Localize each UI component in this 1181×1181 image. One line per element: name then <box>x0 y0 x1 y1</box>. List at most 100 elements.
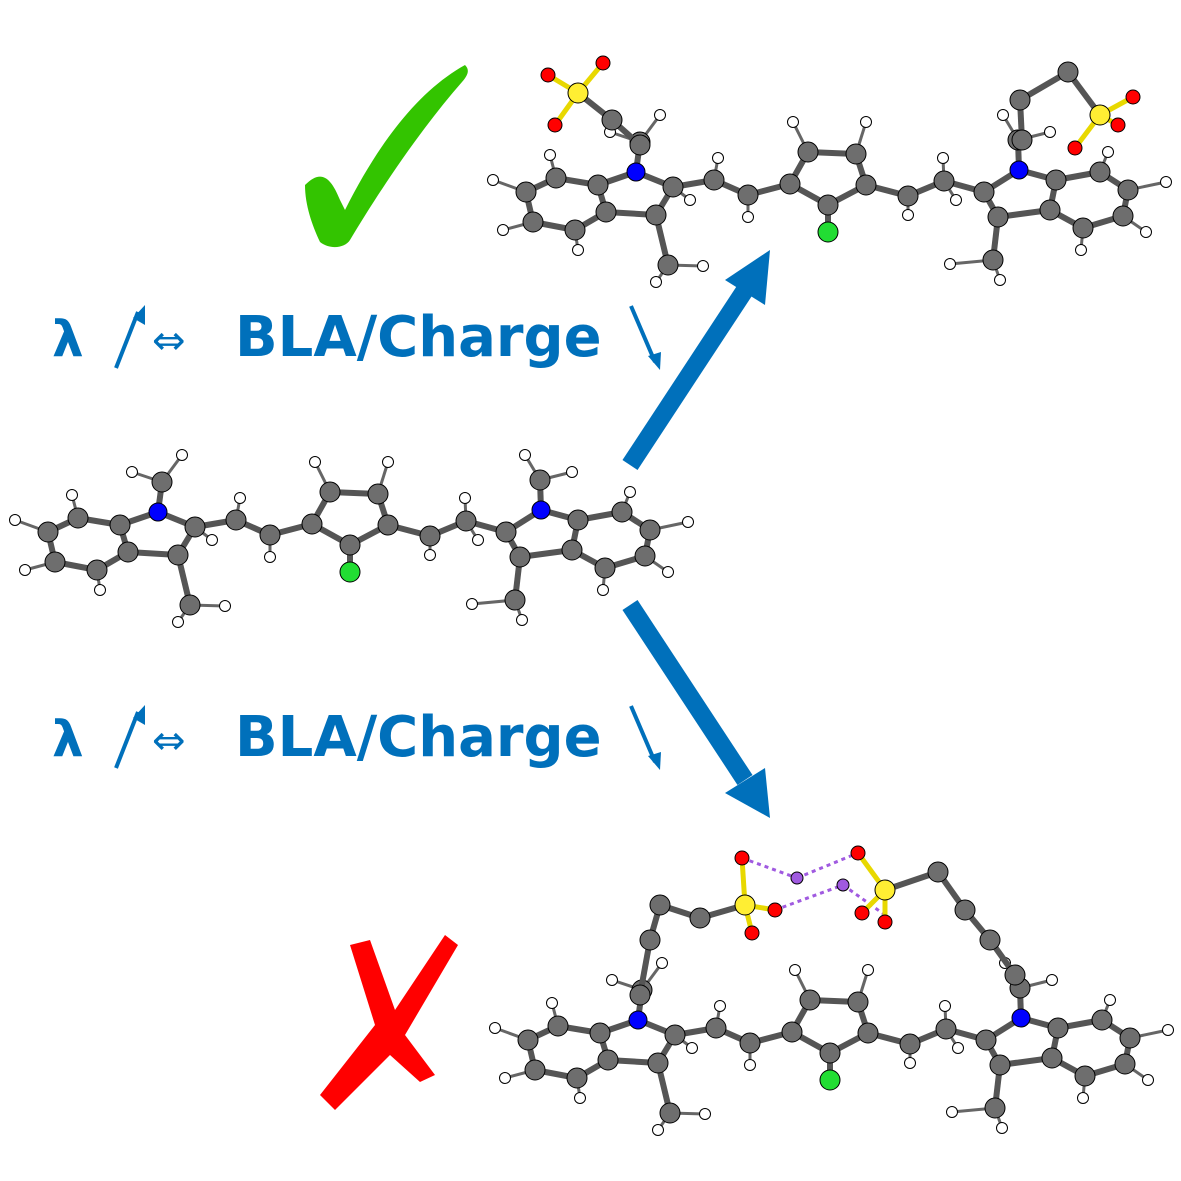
atom-c <box>705 1017 727 1039</box>
atom-c <box>595 201 617 223</box>
atom-c <box>933 170 955 192</box>
atom-c <box>67 507 89 529</box>
atom-c <box>987 206 1009 228</box>
atom-h <box>699 1108 711 1120</box>
atom-c <box>301 513 323 535</box>
atom-o <box>744 925 760 941</box>
atom-c <box>647 1052 669 1074</box>
atom-o <box>547 117 563 133</box>
checkmark-icon <box>305 65 468 248</box>
atom-c <box>664 1024 686 1046</box>
atom-h <box>309 456 321 468</box>
atom-c <box>779 173 801 195</box>
atom-h <box>860 116 872 128</box>
atom-o <box>1067 140 1083 156</box>
atom-c <box>117 541 139 563</box>
atom-h <box>497 224 509 236</box>
atom-c <box>184 516 206 538</box>
atom-c <box>1011 129 1033 151</box>
cross-icon <box>320 935 458 1110</box>
ion-pair-contacts <box>741 851 886 917</box>
atom-h <box>219 600 231 612</box>
atom-c <box>151 471 173 493</box>
atom-o <box>595 55 611 71</box>
arrow-up-right <box>622 250 770 470</box>
bla-charge-label-bottom: BLA/Charge <box>235 705 602 770</box>
atom-c <box>1091 1009 1113 1031</box>
atom-h <box>1140 226 1152 238</box>
label-arrows <box>114 305 661 770</box>
atom-h <box>682 516 694 528</box>
molecule-middle <box>9 449 694 628</box>
atom-c <box>587 174 609 196</box>
atom-h <box>572 244 584 256</box>
atom-c <box>529 469 551 491</box>
atom-h <box>1162 1024 1174 1036</box>
atom-c <box>634 545 656 567</box>
atom-c <box>927 861 949 883</box>
atom-h <box>172 616 184 628</box>
atom-h <box>597 584 609 596</box>
atom-h <box>1102 146 1114 158</box>
bla-charge-label-top: BLA/Charge <box>235 305 602 370</box>
atom-h <box>574 1092 586 1104</box>
atom-h <box>650 276 662 288</box>
equivalence-symbol-top: ⇔ <box>152 318 186 364</box>
arrow-down-right <box>622 600 770 818</box>
atom-h <box>697 260 709 272</box>
atom-h <box>996 1122 1008 1134</box>
equivalence-symbol-bottom: ⇔ <box>152 718 186 764</box>
atom-c <box>504 589 526 611</box>
atom-h <box>787 116 799 128</box>
atom-c <box>1047 1017 1069 1039</box>
atom-o <box>850 845 866 861</box>
atom-c <box>524 1059 546 1081</box>
atom-c <box>179 594 201 616</box>
atom-c <box>979 929 1001 951</box>
atom-h <box>19 564 31 576</box>
atom-c <box>594 557 616 579</box>
atom-c <box>37 521 59 543</box>
atom-cl <box>817 221 839 243</box>
atom-h <box>656 957 668 969</box>
atom-c <box>662 176 684 198</box>
molecule-top <box>487 55 1172 288</box>
atom-h <box>1160 176 1172 188</box>
atom-n <box>1011 1008 1031 1028</box>
atom-n <box>148 502 168 522</box>
atom-o <box>1110 117 1126 133</box>
atom-c <box>517 1029 539 1051</box>
atom-h <box>742 211 754 223</box>
atom-o <box>540 67 556 83</box>
atom-n <box>626 162 646 182</box>
atom-c <box>649 894 671 916</box>
atom-c <box>597 1049 619 1071</box>
atom-h <box>519 449 531 461</box>
atom-c <box>689 907 711 929</box>
atom-c <box>1045 169 1067 191</box>
atom-h <box>654 109 666 121</box>
atom-n <box>1009 160 1029 180</box>
atom-n <box>628 1010 648 1030</box>
dotted-contact <box>741 856 798 880</box>
atom-c <box>1009 89 1031 111</box>
atom-c <box>629 134 651 156</box>
atom-h <box>684 194 696 206</box>
atom-h <box>544 149 556 161</box>
atom-h <box>1044 126 1056 138</box>
atom-h <box>606 974 618 986</box>
atom-c <box>515 181 537 203</box>
atom-c <box>899 1033 921 1055</box>
atom-h <box>9 514 21 526</box>
atom-c <box>659 1102 681 1124</box>
atom-h <box>712 152 724 164</box>
atom-n <box>531 500 551 520</box>
atom-c <box>1074 1065 1096 1087</box>
atom-h <box>466 598 478 610</box>
atom-c <box>1117 179 1139 201</box>
atom-na <box>790 871 804 885</box>
atom-c <box>547 1015 569 1037</box>
atom-c <box>1004 964 1026 986</box>
